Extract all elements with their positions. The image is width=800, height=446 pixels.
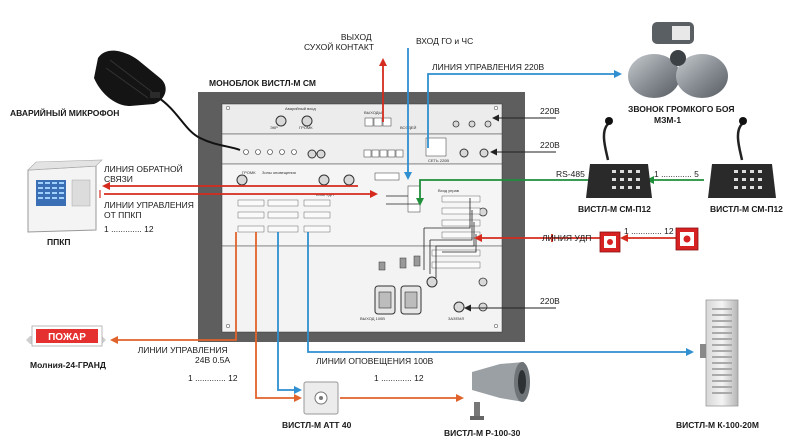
horn-speaker xyxy=(470,362,530,420)
line-rs485 xyxy=(416,179,590,206)
line-ctrl-24 xyxy=(110,232,237,344)
bell-mzm1 xyxy=(628,22,728,98)
column-speaker xyxy=(700,299,739,407)
svg-text:ВЫХОДЫ: ВЫХОДЫ xyxy=(364,110,382,115)
svg-text:ЭКР: ЭКР xyxy=(270,125,278,130)
label-ppkp: ППКП xyxy=(47,237,71,247)
label-beacon: Молния-24-ГРАНД xyxy=(30,360,106,370)
label-ctrl24-range: 1 ............. 12 xyxy=(188,373,238,383)
label-feedback: ЛИНИЯ ОБРАТНОЙ СВЯЗИ xyxy=(104,163,185,184)
svg-text:ВЫХОД 100В: ВЫХОД 100В xyxy=(360,316,385,321)
label-notify: ЛИНИИ ОПОВЕЩЕНИЯ 100В xyxy=(316,356,434,366)
connection-lines xyxy=(99,48,704,402)
label-notify-range: 1 ............. 12 xyxy=(374,373,424,383)
label-att: ВИСТЛ-М АТТ 40 xyxy=(282,420,352,430)
call-point-1 xyxy=(599,231,621,253)
label-ppkp-range: 1 ............. 12 xyxy=(104,224,154,234)
label-220v-1: 220В xyxy=(540,106,560,116)
label-horn: ВИСТЛ-М Р-100-30 xyxy=(444,428,521,438)
attenuator-att40 xyxy=(303,381,339,415)
label-go-chs: ВХОД ГО и ЧС xyxy=(416,36,473,46)
label-console-1: ВИСТЛ-М СМ-П12 xyxy=(578,204,651,214)
label-dry-contact: ВЫХОД СУХОЙ КОНТАКТ xyxy=(304,32,374,52)
label-udp-range: 1 ............. 12 xyxy=(624,226,674,236)
label-rs485: RS-485 xyxy=(556,169,585,179)
label-udp: ЛИНИЯ УДП xyxy=(542,233,591,243)
monoblock-title: МОНОБЛОК ВИСТЛ-М СМ xyxy=(209,78,316,88)
svg-text:Зоны оповещения: Зоны оповещения xyxy=(262,170,296,175)
console-smp12-2 xyxy=(708,117,776,198)
label-220v-2: 220В xyxy=(540,140,560,150)
label-220v-3: 220В xyxy=(540,296,560,306)
label-bell: ЗВОНОК ГРОМКОГО БОЯ МЗМ-1 xyxy=(628,104,737,125)
label-console-range: 1 ............. 5 xyxy=(654,169,699,179)
svg-text:ГРОМК: ГРОМК xyxy=(299,125,313,130)
monoblock-unit: Аварийный вход ЭКР ГРОМК ВЫХОДЫ ВОЗДЕЙ С… xyxy=(198,92,525,342)
emergency-microphone xyxy=(94,50,166,106)
call-point-2 xyxy=(675,227,699,251)
label-ctrl-ppkp: ЛИНИИ УПРАВЛЕНИЯ ОТ ППКП xyxy=(104,200,196,220)
line-notify xyxy=(307,232,694,356)
svg-text:ГРОМК: ГРОМК xyxy=(242,170,256,175)
svg-text:Аварийный вход: Аварийный вход xyxy=(285,106,316,111)
label-console-2: ВИСТЛ-М СМ-П12 xyxy=(710,204,783,214)
beacon-molniya: ПОЖАР xyxy=(26,325,106,347)
console-smp12-1 xyxy=(586,117,652,198)
line-ctrl-220 xyxy=(427,70,622,148)
svg-text:СЕТЬ 220В: СЕТЬ 220В xyxy=(428,158,449,163)
label-column: ВИСТЛ-М К-100-20М xyxy=(676,420,759,430)
svg-text:Вход управ: Вход управ xyxy=(438,188,459,193)
ppkp-panel xyxy=(27,159,103,233)
beacon-text: ПОЖАР xyxy=(48,332,86,343)
label-ctrl24: ЛИНИИ УПРАВЛЕНИЯ 24В 0.5А xyxy=(138,345,231,365)
label-microphone: АВАРИЙНЫЙ МИКРОФОН xyxy=(10,107,119,118)
svg-text:ЗАЗЕМЛ: ЗАЗЕМЛ xyxy=(448,316,464,321)
label-ctrl220: ЛИНИЯ УПРАВЛЕНИЯ 220В xyxy=(432,62,544,72)
